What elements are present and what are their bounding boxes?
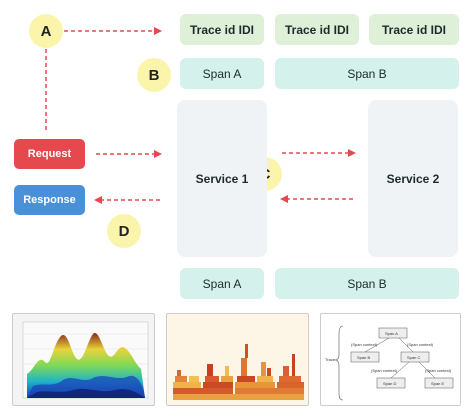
span-a-top: Span A xyxy=(180,58,264,89)
surface-plot-image xyxy=(22,321,149,399)
span-tree-thumbnail: Trace Span A Span B Span C Span D Span E… xyxy=(320,313,461,406)
service-2-box: Service 2 xyxy=(368,100,458,257)
badge-a: A xyxy=(29,14,63,48)
flame-graph-image xyxy=(167,314,308,405)
tree-node-span-e: Span E xyxy=(431,381,444,386)
service-1-box: Service 1 xyxy=(177,100,267,257)
tree-edge-label-2: (Span context) xyxy=(407,342,434,347)
tree-edge-label-4: (Span context) xyxy=(425,368,452,373)
tree-node-span-c: Span C xyxy=(407,355,420,360)
tree-node-span-a: Span A xyxy=(385,331,398,336)
tree-edge-label-3: (Span context) xyxy=(371,368,398,373)
tree-edge-label-1: (Span context) xyxy=(351,342,378,347)
trace-id-box-1: Trace id IDI xyxy=(180,14,264,45)
tree-node-span-b: Span B xyxy=(357,355,370,360)
trace-id-box-3: Trace id IDI xyxy=(369,14,459,45)
surface-plot-thumbnail xyxy=(12,313,155,406)
tree-trace-label: Trace xyxy=(325,357,336,362)
trace-id-box-2: Trace id IDI xyxy=(275,14,359,45)
span-b-bottom: Span B xyxy=(275,268,459,299)
flame-graph-thumbnail xyxy=(166,313,309,406)
span-tree-diagram: Trace Span A Span B Span C Span D Span E… xyxy=(325,325,454,401)
span-b-top: Span B xyxy=(275,58,459,89)
badge-d: D xyxy=(107,214,141,248)
response-button[interactable]: Response xyxy=(14,185,85,215)
badge-b: B xyxy=(137,58,171,92)
tree-node-span-d: Span D xyxy=(383,381,396,386)
span-a-bottom: Span A xyxy=(180,268,264,299)
request-button[interactable]: Request xyxy=(14,139,85,169)
